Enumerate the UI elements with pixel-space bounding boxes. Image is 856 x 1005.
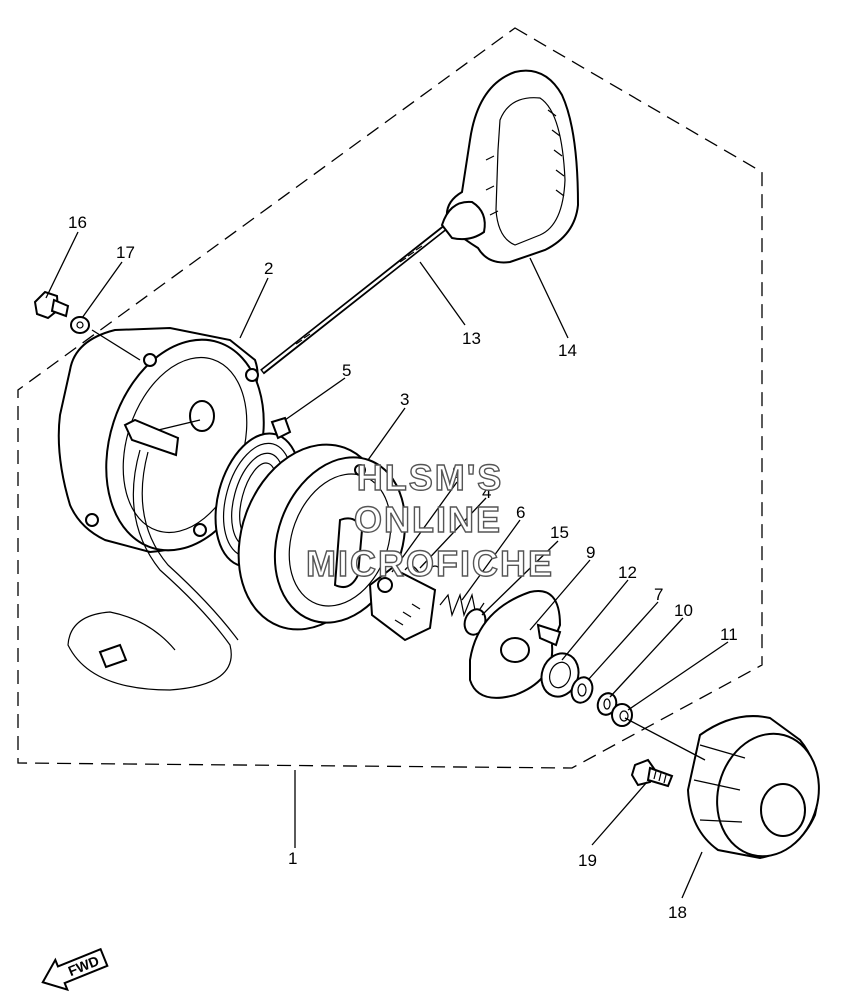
callout-3: 3 (400, 390, 409, 409)
callout-8: 8 (452, 463, 461, 482)
callout-15: 15 (550, 523, 569, 542)
callout-13: 13 (462, 329, 481, 348)
watermark-line-2: ONLINE (354, 499, 502, 540)
part-18-starter-pulley (686, 715, 820, 860)
part-17-washer (70, 316, 90, 334)
part-14-starter-handle (440, 69, 580, 264)
callout-2: 2 (264, 259, 273, 278)
part-4-pawl-spring (404, 565, 442, 575)
callout-14: 14 (558, 341, 577, 360)
part-spindle (123, 418, 706, 761)
part-7-washer (570, 676, 594, 704)
callout-labels: 1 2 3 4 5 6 7 8 9 10 11 12 13 14 15 16 1… (68, 213, 738, 922)
part-12-ring (540, 652, 580, 698)
callout-6: 6 (516, 503, 525, 522)
part-16-bolt (33, 290, 70, 320)
part-11-nut (611, 703, 633, 727)
callout-12: 12 (618, 563, 637, 582)
callout-18: 18 (668, 903, 687, 922)
callout-9: 9 (586, 543, 595, 562)
watermark-line-3: MICROFICHE (306, 543, 554, 584)
fwd-arrow-icon: FWD (41, 947, 109, 992)
part-lead-wire (67, 449, 239, 691)
leader-lines (45, 231, 729, 899)
callout-1: 1 (288, 849, 297, 868)
part-3-sheave-drum (237, 443, 407, 631)
callout-10: 10 (674, 601, 693, 620)
callout-5: 5 (342, 361, 351, 380)
part-9-friction-plate (469, 589, 562, 699)
callout-17: 17 (116, 243, 135, 262)
part-8-drive-pawl (368, 566, 437, 642)
watermark: HLSM'S ONLINE MICROFICHE (305, 456, 554, 584)
callout-4: 4 (482, 483, 491, 502)
watermark-line-1: HLSM'S (357, 457, 504, 498)
callout-16: 16 (68, 213, 87, 232)
callout-19: 19 (578, 851, 597, 870)
callout-11: 11 (720, 625, 738, 644)
callout-7: 7 (654, 585, 663, 604)
part-10-washer (596, 692, 618, 716)
assembly-boundary (17, 27, 763, 769)
part-13-starter-rope (260, 219, 454, 375)
part-19-bolt (630, 758, 674, 788)
